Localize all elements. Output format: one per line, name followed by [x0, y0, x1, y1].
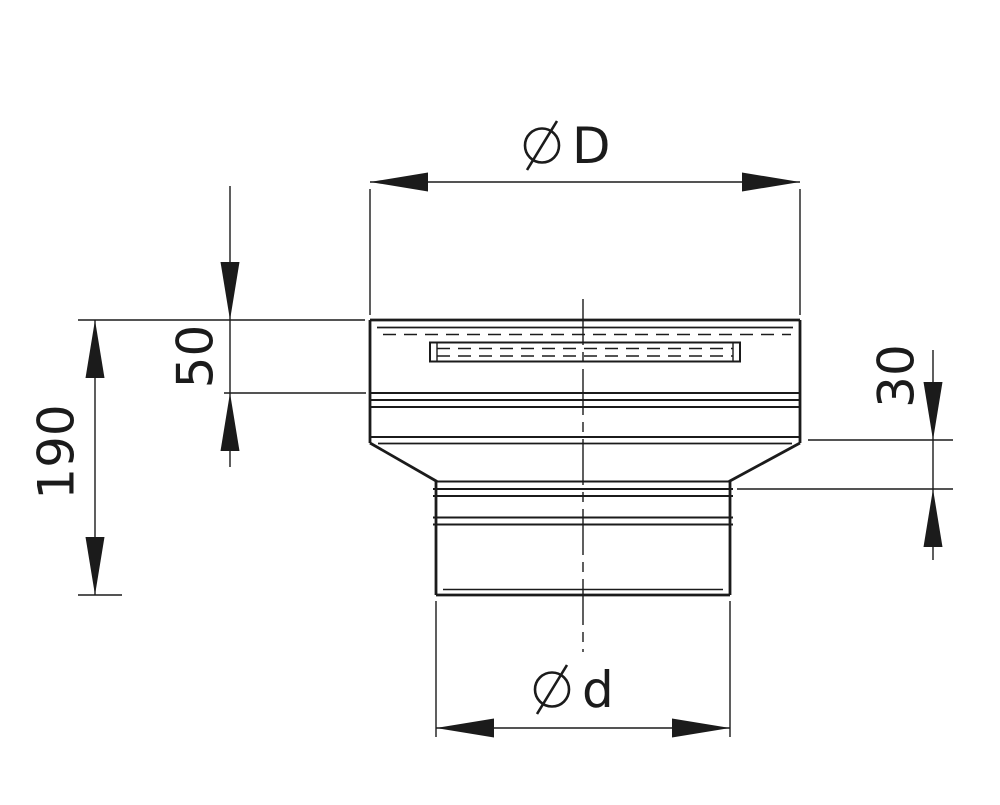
dimension-upper-section: 50	[167, 186, 366, 467]
cone-edge-left	[369, 441, 438, 483]
dimension-total-height: 190	[28, 319, 365, 596]
diameter-symbol-slash	[525, 120, 559, 171]
diameter-symbol-circle	[523, 127, 561, 164]
cone-edge-right	[728, 441, 801, 483]
dimension-top-diameter: D	[369, 117, 801, 315]
clamp-band	[429, 341, 741, 363]
dimension-label-190: 190	[28, 404, 86, 499]
dimension-label-50: 50	[167, 325, 225, 389]
reducer-body	[368, 299, 802, 652]
arrowhead-left-icon	[436, 718, 494, 738]
diameter-symbol	[523, 120, 561, 171]
arrowhead-down-icon	[85, 537, 105, 595]
diameter-symbol-slash	[535, 664, 569, 715]
dimension-label-D: D	[572, 117, 611, 175]
diameter-symbol	[533, 664, 571, 715]
arrowhead-up-icon	[220, 393, 240, 451]
arrowhead-down-icon	[220, 262, 240, 320]
arrowhead-left-icon	[370, 172, 428, 192]
dimension-bottom-diameter: d	[435, 601, 731, 738]
arrowhead-right-icon	[742, 172, 800, 192]
dimension-label-d: d	[582, 661, 614, 719]
arrowhead-down-icon	[923, 382, 943, 440]
diameter-symbol-circle	[533, 671, 571, 708]
dimension-collar-height: 30	[737, 344, 953, 560]
arrowhead-right-icon	[672, 718, 730, 738]
dimension-label-30: 30	[868, 344, 926, 408]
arrowhead-up-icon	[85, 320, 105, 378]
arrowhead-up-icon	[923, 489, 943, 547]
